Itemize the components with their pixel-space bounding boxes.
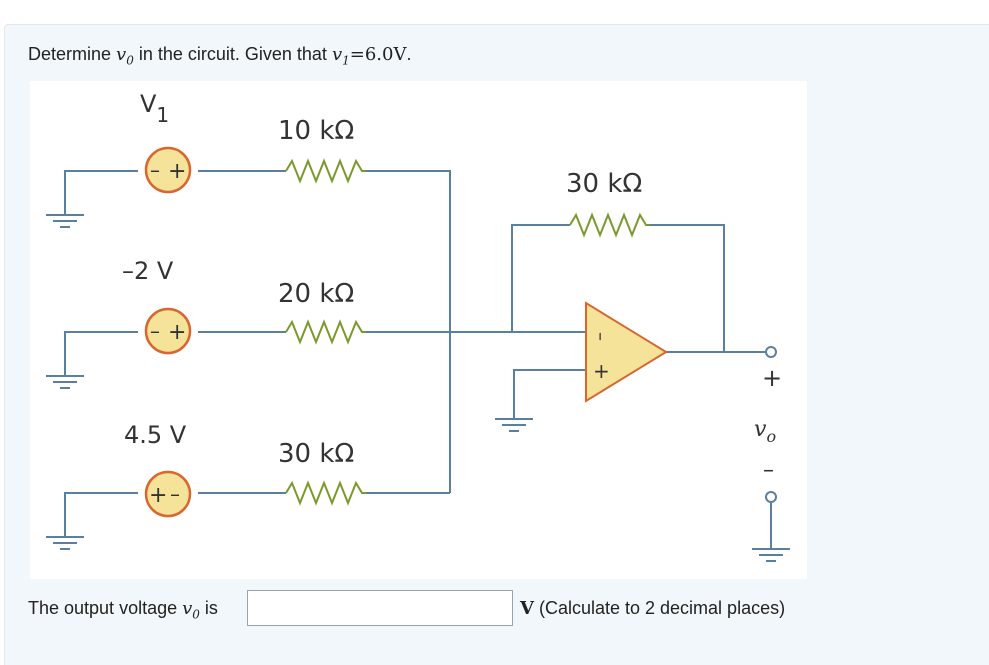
resistor-10k-label: 10 kΩ	[278, 116, 354, 146]
svg-text:–: –	[150, 158, 160, 182]
source1-label-subscript: 1	[156, 103, 169, 127]
source1-label-letter: V	[140, 90, 157, 118]
circuit-diagram: – + V1 10 kΩ – + –2 V 20 kΩ	[46, 90, 790, 562]
output-minus-label: –	[763, 458, 774, 483]
source2-label: –2 V	[122, 257, 174, 285]
branch-v1	[64, 170, 451, 493]
resistor-feedback-icon	[569, 212, 650, 238]
opamp-inverting-label: –	[590, 332, 611, 341]
ground-icon	[46, 375, 84, 389]
answer-input[interactable]	[247, 590, 513, 626]
ground-icon	[495, 418, 533, 432]
question-prefix: Determine	[28, 44, 117, 64]
answer-variable-letter: v	[182, 598, 193, 619]
question-text: Determine v0 in the circuit. Given that …	[28, 44, 411, 68]
answer-note: (Calculate to 2 decimal places)	[533, 598, 786, 618]
resistor-20k-icon	[285, 319, 366, 345]
circuit-figure: – + V1 10 kΩ – + –2 V 20 kΩ	[30, 81, 807, 579]
output-variable-subscript: 0	[126, 53, 134, 68]
svg-text:+: +	[149, 483, 167, 508]
output-voltage-subscript: o	[766, 427, 776, 446]
svg-text:–: –	[150, 319, 160, 343]
svg-text:–: –	[170, 482, 180, 506]
ground-icon	[752, 548, 790, 562]
answer-label-suffix: is	[199, 598, 218, 618]
resistor-30k-icon	[285, 480, 366, 506]
given-value: =6.0	[349, 44, 394, 65]
output-plus-label: +	[762, 364, 782, 392]
resistor-10k-icon	[285, 158, 366, 184]
opamp-wiring	[450, 224, 766, 419]
answer-variable-subscript: 0	[192, 607, 200, 622]
answer-label: The output voltage v0 is	[28, 598, 218, 622]
output-terminals	[765, 346, 777, 549]
answer-unit: V	[520, 598, 534, 619]
question-suffix: .	[406, 44, 412, 64]
output-variable-letter: v	[116, 44, 127, 65]
given-variable-subscript: 1	[342, 53, 350, 68]
answer-label-prefix: The output voltage	[28, 598, 183, 618]
svg-text:+: +	[168, 320, 186, 345]
given-variable-letter: v	[331, 44, 343, 65]
opamp-icon: – +	[585, 301, 668, 403]
given-variable: v1	[331, 44, 350, 68]
ground-icon	[46, 536, 84, 550]
output-voltage-label: vo	[754, 417, 776, 446]
opamp-noninverting-label: +	[593, 359, 610, 383]
source3-label: 4.5 V	[124, 421, 187, 449]
ground-icon	[46, 214, 84, 228]
resistor-feedback-label: 30 kΩ	[566, 169, 642, 199]
question-middle: in the circuit. Given that	[133, 44, 332, 64]
answer-row: The output voltage v0 is V (Calculate to…	[28, 590, 988, 630]
source1-label: V1	[140, 90, 169, 127]
resistor-30k-label: 30 kΩ	[278, 439, 354, 469]
branch-v3	[64, 492, 450, 537]
branch-v2	[64, 331, 450, 376]
output-variable: v0	[116, 44, 134, 68]
output-voltage-letter: v	[754, 417, 767, 442]
answer-variable: v0	[182, 598, 200, 622]
given-unit: V	[393, 44, 407, 65]
voltage-source-v1-icon: – +	[144, 146, 192, 194]
resistor-20k-label: 20 kΩ	[278, 279, 354, 309]
answer-unit-note: V (Calculate to 2 decimal places)	[520, 598, 785, 619]
voltage-source-v3-icon: + –	[144, 470, 192, 518]
voltage-source-v2-icon: – +	[144, 307, 192, 355]
svg-text:+: +	[168, 159, 186, 184]
